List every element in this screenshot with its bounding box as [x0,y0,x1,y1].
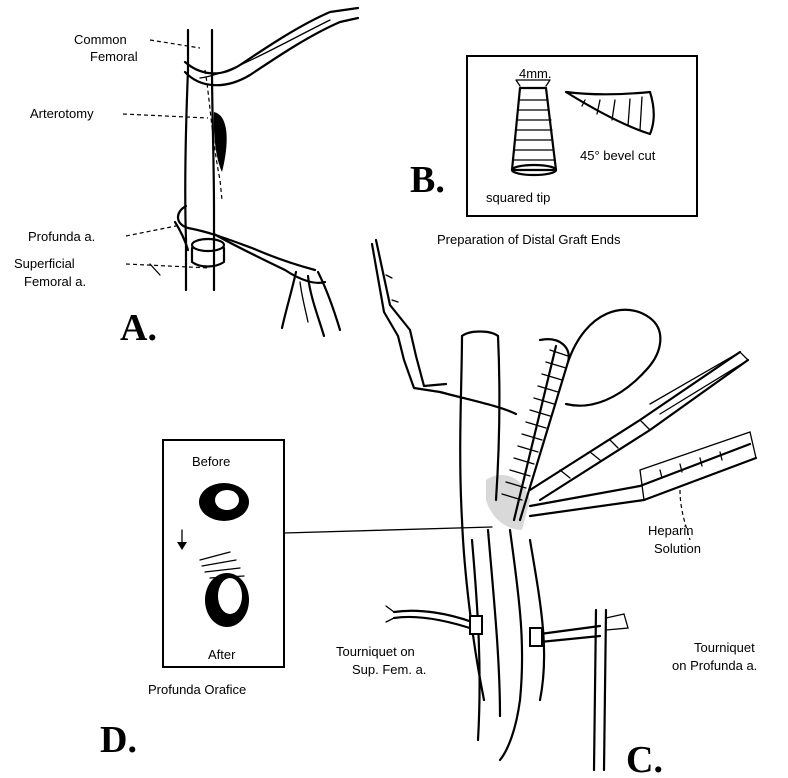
panel-a-illustration [123,8,358,336]
down-arrow-icon [177,530,187,550]
panel-c: Heparin Solution Tourniquet on Sup. Fem.… [284,240,757,778]
graft-squared-tip-illustration [512,80,556,175]
label-tourniquet-sup: Tourniquet on [336,644,415,659]
label-superficial: Superficial [14,256,75,271]
graft-bevel-cut-illustration [566,92,654,134]
label-squared-tip: squared tip [486,190,550,205]
panel-a: Common Femoral Arterotomy Profunda a. Su… [14,8,358,349]
label-femoral: Femoral [90,49,138,64]
panel-b-caption: Preparation of Distal Graft Ends [437,232,621,247]
label-heparin: Heparin [648,523,694,538]
label-sup-fem: Sup. Fem. a. [352,662,426,677]
orifice-before-illustration [199,483,249,521]
panel-c-letter: C. [626,739,663,778]
panel-d-caption: Profunda Orafice [148,682,246,697]
label-solution: Solution [654,541,701,556]
panel-b: 4mm. 45° bevel cut squared tip Preparati… [410,56,697,247]
panel-b-letter: B. [410,159,445,201]
label-after: After [208,647,236,662]
label-4mm: 4mm. [519,66,552,81]
label-bevel-cut: 45° bevel cut [580,148,656,163]
label-on-profunda: on Profunda a. [672,658,757,673]
label-profunda: Profunda a. [28,229,95,244]
panel-d-letter: D. [100,719,137,761]
label-before: Before [192,454,230,469]
label-superficial-femoral: Femoral a. [24,274,86,289]
panel-d: Before After Profunda Orafice D. [100,440,284,761]
orifice-after-illustration [200,552,249,627]
label-tourniquet-prof: Tourniquet [694,640,755,655]
label-common: Common [74,32,127,47]
panel-a-letter: A. [120,307,157,349]
panel-c-illustration [284,240,756,770]
label-arterotomy: Arterotomy [30,106,94,121]
